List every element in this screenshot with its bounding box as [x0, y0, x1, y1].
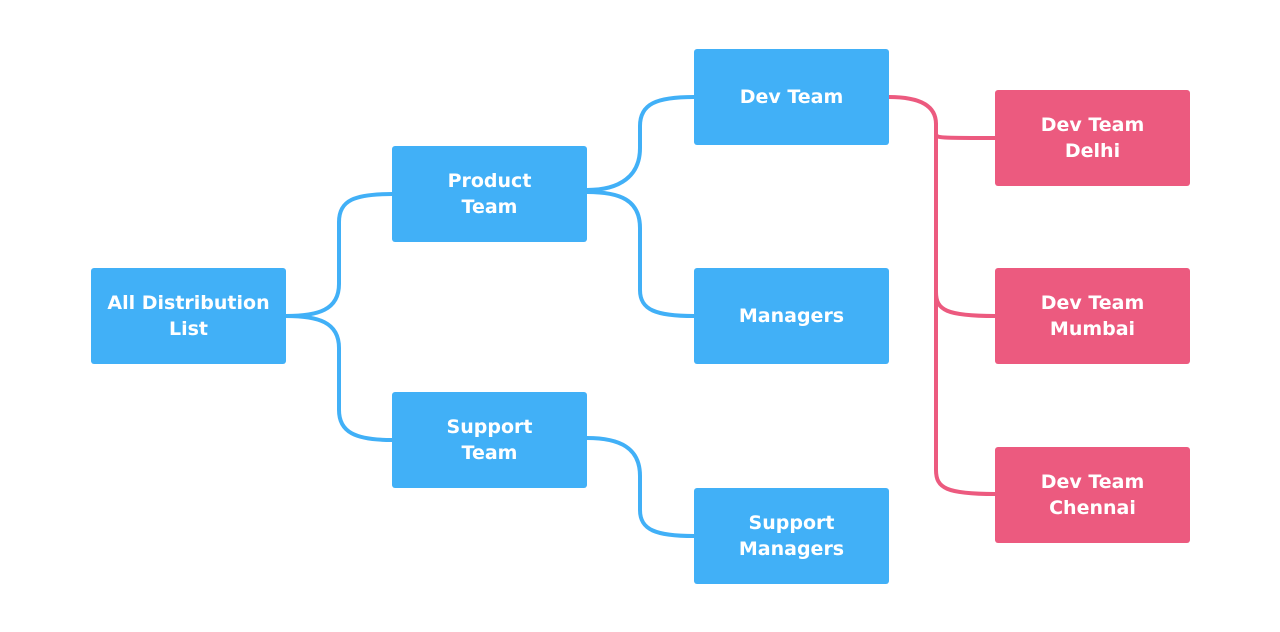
node-label-line: Product	[447, 170, 532, 192]
connector-dev-mumbai	[934, 122, 997, 318]
connector-support-supmgr	[585, 436, 696, 538]
node-label: Managers	[739, 303, 844, 329]
node-label: Support Managers	[739, 510, 844, 562]
node-label-line: All Distribution	[107, 292, 270, 314]
node-dev-team[interactable]: Dev Team	[694, 49, 889, 145]
node-label-line: Dev Team	[739, 86, 844, 108]
connector-all-support	[284, 314, 394, 442]
connector-dev-delhi	[887, 95, 997, 140]
node-label: Support Team	[447, 414, 533, 466]
node-label-line: Dev Team	[1040, 292, 1145, 314]
node-label-line: Team	[461, 196, 518, 218]
node-label-line: Chennai	[1049, 497, 1136, 519]
node-label-line: Managers	[738, 305, 845, 327]
connector-dev-chennai	[934, 290, 997, 496]
node-product-team[interactable]: Product Team	[392, 146, 587, 242]
node-label: Product Team	[448, 168, 532, 220]
node-all-distribution-list[interactable]: All Distribution List	[91, 268, 286, 364]
connector-product-dev	[585, 95, 696, 192]
node-label: Dev Team Mumbai	[1041, 290, 1145, 342]
node-label-line: Support	[446, 416, 533, 438]
node-label-line: Dev Team	[1040, 471, 1145, 493]
node-label: Dev Team Delhi	[1041, 112, 1145, 164]
node-managers[interactable]: Managers	[694, 268, 889, 364]
node-label-line: Delhi	[1064, 140, 1121, 162]
node-dev-team-chennai[interactable]: Dev Team Chennai	[995, 447, 1190, 543]
node-label-line: Team	[461, 442, 518, 464]
node-label-line: Support	[748, 512, 835, 534]
connector-all-product	[284, 192, 394, 318]
node-support-team[interactable]: Support Team	[392, 392, 587, 488]
node-label: Dev Team Chennai	[1041, 469, 1145, 521]
node-dev-team-mumbai[interactable]: Dev Team Mumbai	[995, 268, 1190, 364]
node-label: Dev Team	[740, 84, 844, 110]
node-label: All Distribution List	[107, 290, 269, 342]
node-support-managers[interactable]: Support Managers	[694, 488, 889, 584]
node-label-line: Managers	[738, 538, 845, 560]
node-label-line: Dev Team	[1040, 114, 1145, 136]
node-dev-team-delhi[interactable]: Dev Team Delhi	[995, 90, 1190, 186]
connector-product-managers	[585, 190, 696, 318]
node-label-line: List	[168, 318, 208, 340]
node-label-line: Mumbai	[1049, 318, 1136, 340]
